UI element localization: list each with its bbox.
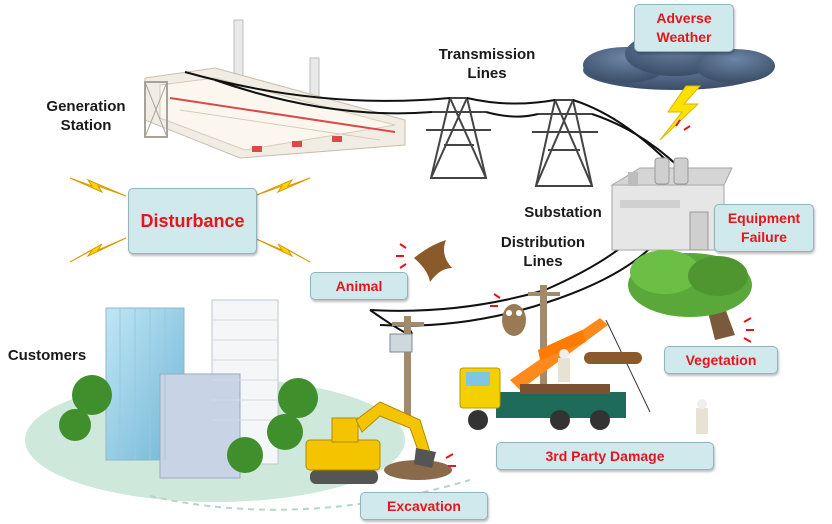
distribution-lines-line-2: Lines bbox=[523, 253, 563, 270]
crane-truck-graphic bbox=[459, 318, 651, 430]
third-party-damage-text: 3rd Party Damage bbox=[545, 447, 665, 464]
dashed-ground-edge bbox=[149, 479, 471, 511]
adverse-weather-line-1: Adverse bbox=[656, 10, 712, 26]
utility-poles bbox=[389, 285, 560, 416]
workers bbox=[558, 349, 708, 434]
owl-graphic bbox=[502, 304, 526, 336]
equipment-failure-box: Equipment Failure bbox=[714, 204, 814, 252]
generation-station-graphic bbox=[144, 19, 406, 159]
third-party-damage-box: 3rd Party Damage bbox=[496, 442, 714, 470]
adverse-weather-line-2: Weather bbox=[656, 29, 712, 45]
generation-station-label: Generation Station bbox=[36, 97, 136, 135]
transmission-lines-label: Transmission Lines bbox=[432, 45, 542, 83]
adverse-weather-box: Adverse Weather bbox=[634, 4, 734, 52]
customers-label: Customers bbox=[7, 347, 87, 364]
animal-text: Animal bbox=[335, 277, 383, 294]
excavator-graphic bbox=[305, 401, 452, 484]
generation-station-line-1: Generation bbox=[46, 98, 126, 115]
alert-marks bbox=[396, 119, 754, 467]
transmission-tower-1 bbox=[426, 97, 491, 179]
equipment-failure-line-1: Equipment bbox=[727, 210, 801, 226]
animal-box: Animal bbox=[310, 272, 408, 300]
disturbance-text: Disturbance bbox=[140, 210, 245, 231]
equipment-failure-line-2: Failure bbox=[741, 229, 787, 245]
distribution-lines-label: Distribution Lines bbox=[492, 233, 594, 271]
transmission-tower-2 bbox=[532, 99, 598, 187]
transmission-lines-line-2: Lines bbox=[467, 65, 507, 82]
vegetation-text: Vegetation bbox=[685, 351, 757, 368]
buildings-graphic bbox=[105, 299, 279, 479]
disturbance-bolts bbox=[69, 177, 311, 263]
park-trees bbox=[59, 375, 318, 473]
substation-graphic bbox=[610, 157, 733, 251]
disturbance-box: Disturbance bbox=[128, 188, 257, 254]
transmission-wires bbox=[184, 71, 681, 169]
lightning-bolt-icon bbox=[659, 85, 702, 141]
substation-label: Substation bbox=[524, 204, 602, 221]
hawk-graphic bbox=[414, 240, 452, 282]
generation-station-line-2: Station bbox=[60, 117, 112, 134]
vegetation-tree-graphic bbox=[628, 250, 752, 340]
vegetation-box: Vegetation bbox=[664, 346, 778, 374]
transmission-lines-line-1: Transmission bbox=[438, 46, 536, 63]
excavation-box: Excavation bbox=[360, 492, 488, 520]
distribution-lines-line-1: Distribution bbox=[500, 234, 586, 251]
excavation-text: Excavation bbox=[387, 497, 461, 514]
